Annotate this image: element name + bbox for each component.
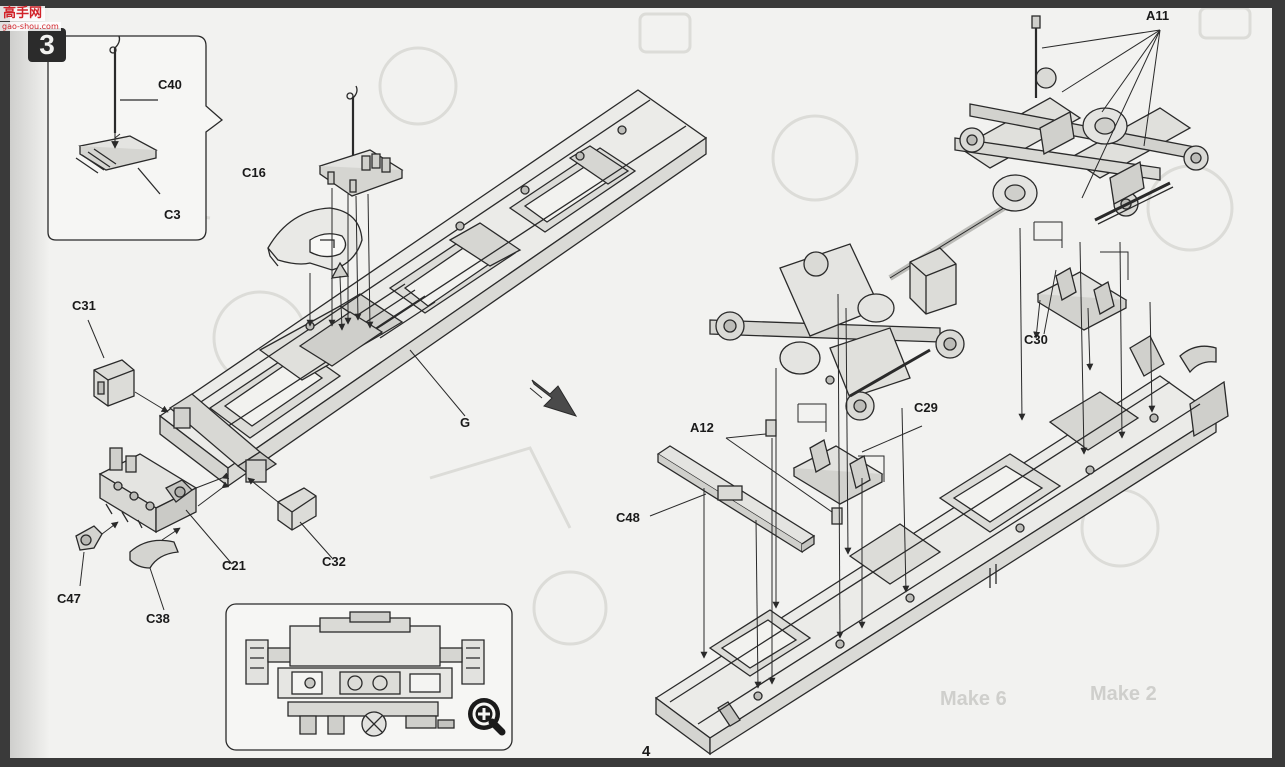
leader-g — [409, 349, 466, 417]
label-c3: C3 — [164, 207, 181, 222]
part-c47 — [75, 521, 119, 587]
inset-c40-c3 — [47, 35, 224, 241]
label-c47: C47 — [57, 591, 81, 606]
part-c30 — [1033, 221, 1129, 335]
step-number-badge: 3 — [28, 28, 66, 62]
label-a12: A12 — [690, 420, 714, 435]
inset-detail-view — [225, 603, 513, 751]
label-c21: C21 — [222, 558, 246, 573]
part-a12 — [725, 419, 843, 525]
label-c29: C29 — [914, 400, 938, 415]
label-c32: C32 — [322, 554, 346, 569]
part-c16-fifth-wheel — [267, 207, 363, 331]
instruction-page: Make 2 Make 6 — [10, 8, 1272, 758]
part-c48 — [649, 445, 816, 554]
magnify-plus-icon — [468, 698, 506, 736]
label-a11: A11 — [1146, 8, 1170, 23]
label-c16: C16 — [242, 165, 266, 180]
bleed-text-make-2: Make 2 — [1090, 683, 1157, 705]
page-number: 4 — [642, 743, 651, 758]
watermark-logo: 高手网 — [0, 6, 46, 21]
part-c32 — [247, 477, 333, 559]
label-c31: C31 — [72, 298, 96, 313]
part-c21-tail-member — [98, 447, 233, 565]
watermark-url: gao-shou.com — [0, 22, 61, 31]
right-chassis-frame — [654, 335, 1229, 756]
label-c38: C38 — [146, 611, 170, 626]
part-c31 — [87, 319, 169, 413]
rear-bogie-assembly — [888, 15, 1209, 281]
bleed-text-make-6: Make 6 — [940, 688, 1007, 710]
label-c40: C40 — [158, 77, 182, 92]
part-antenna-mount — [318, 85, 404, 329]
label-c30: C30 — [1024, 332, 1048, 347]
down-arrow-icon — [529, 379, 578, 417]
assembly-diagram — [47, 15, 1229, 756]
front-axle-assembly — [709, 243, 965, 421]
label-c48: C48 — [616, 510, 640, 525]
label-g: G — [460, 415, 471, 430]
left-chassis-frame — [158, 89, 708, 488]
part-c29 — [792, 403, 923, 505]
assembly-arrows-right — [700, 29, 1161, 689]
page-gutter-shadow — [10, 8, 50, 758]
part-c38 — [129, 527, 181, 611]
